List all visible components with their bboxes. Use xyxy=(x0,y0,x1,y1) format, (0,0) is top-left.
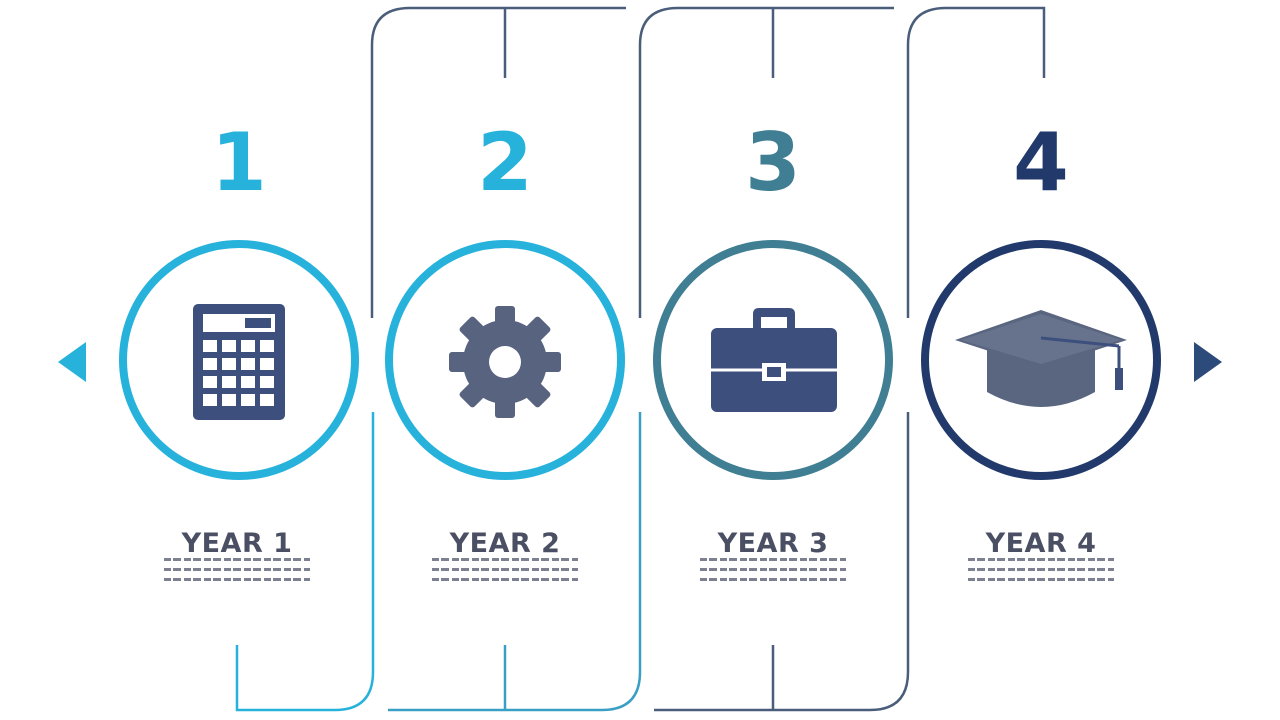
briefcase-icon xyxy=(711,308,837,412)
step-description-4 xyxy=(968,558,1114,588)
triangle-right-icon[interactable] xyxy=(1192,340,1224,384)
step-description-2 xyxy=(432,558,578,588)
gear-icon xyxy=(449,306,561,418)
step-description-3 xyxy=(700,558,846,588)
step-label-4: YEAR 4 xyxy=(985,528,1097,559)
step-number-1: 1 xyxy=(211,116,267,209)
step-number-4: 4 xyxy=(1013,116,1069,209)
triangle-left-icon[interactable] xyxy=(56,340,88,384)
step-label-3: YEAR 3 xyxy=(717,528,829,559)
step-number-2: 2 xyxy=(477,116,533,209)
step-label-2: YEAR 2 xyxy=(449,528,561,559)
graduation-cap-icon xyxy=(955,310,1127,407)
step-number-3: 3 xyxy=(745,116,801,209)
step-description-1 xyxy=(164,558,310,588)
step-label-1: YEAR 1 xyxy=(181,528,293,559)
calculator-icon xyxy=(193,304,285,420)
